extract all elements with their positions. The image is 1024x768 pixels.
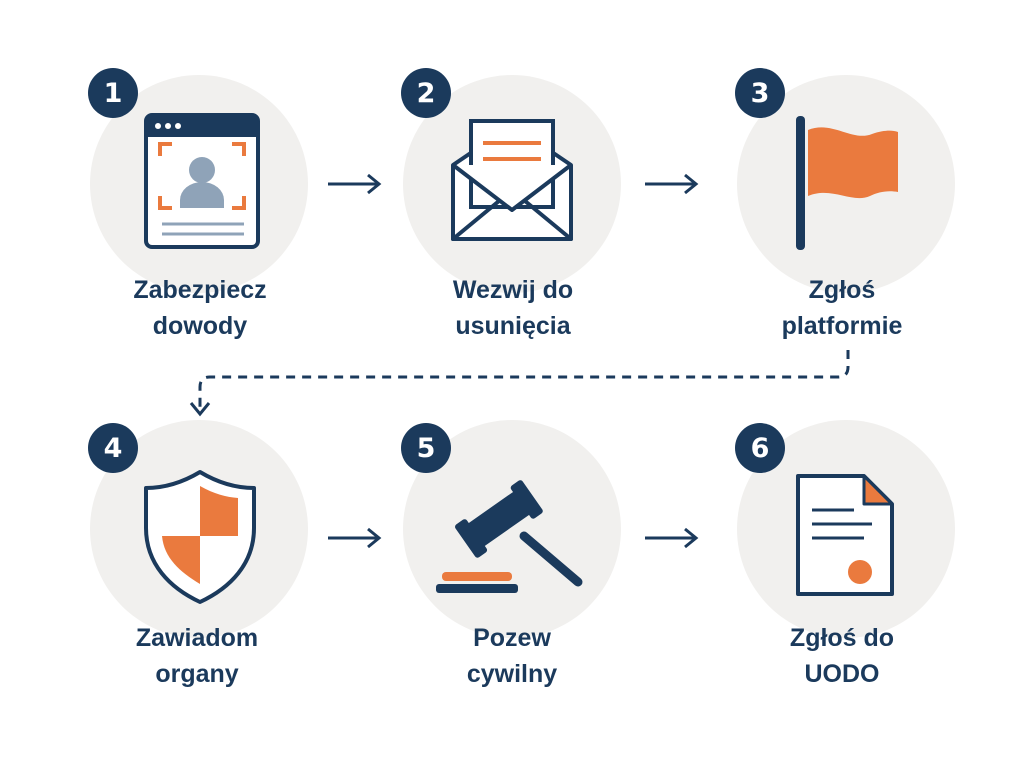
step-1-label-line-2: dowody: [152, 312, 248, 340]
browser-evidence-icon: [144, 113, 260, 249]
step-1-label-line-1: Zabezpiecz: [133, 276, 267, 304]
step-4-label-line-1: Zawiadom: [135, 624, 259, 652]
step-6-badge: 6: [735, 423, 785, 473]
step-1-badge: 1: [88, 68, 138, 118]
step-3-label-line-1: Zgłoś: [808, 276, 876, 304]
arrow-right-icon: [328, 173, 382, 195]
step-2-label: Wezwij do usunięcia: [393, 272, 633, 344]
document-seal-icon: [796, 474, 894, 596]
step-4-label-line-2: organy: [155, 660, 239, 688]
dashed-connector: [189, 350, 850, 417]
step-4-badge: 4: [88, 423, 138, 473]
gavel-icon: [436, 480, 583, 593]
step-1-label: Zabezpiecz dowody: [80, 272, 320, 344]
step-6-label-line-1: Zgłoś do: [789, 624, 895, 652]
step-5-badge: 5: [401, 423, 451, 473]
flag-icon: [796, 116, 898, 250]
arrow-right-icon: [645, 527, 699, 549]
step-5-label: Pozew cywilny: [392, 620, 632, 692]
step-2-label-line-1: Wezwij do: [452, 276, 574, 304]
arrow-right-icon: [645, 173, 699, 195]
step-3-label: Zgłoś platformie: [722, 272, 962, 344]
step-6-label-line-2: UODO: [804, 660, 880, 688]
step-2-label-line-2: usunięcia: [455, 312, 571, 340]
step-5-label-line-2: cywilny: [466, 660, 558, 688]
step-3-badge: 3: [735, 68, 785, 118]
arrow-right-icon: [328, 527, 382, 549]
step-5-label-line-1: Pozew: [473, 624, 551, 652]
envelope-letter-icon: [451, 119, 573, 241]
shield-icon: [144, 470, 256, 604]
step-4-label: Zawiadom organy: [77, 620, 317, 692]
step-6-label: Zgłoś do UODO: [722, 620, 962, 692]
step-3-label-line-2: platformie: [781, 312, 903, 340]
step-2-badge: 2: [401, 68, 451, 118]
